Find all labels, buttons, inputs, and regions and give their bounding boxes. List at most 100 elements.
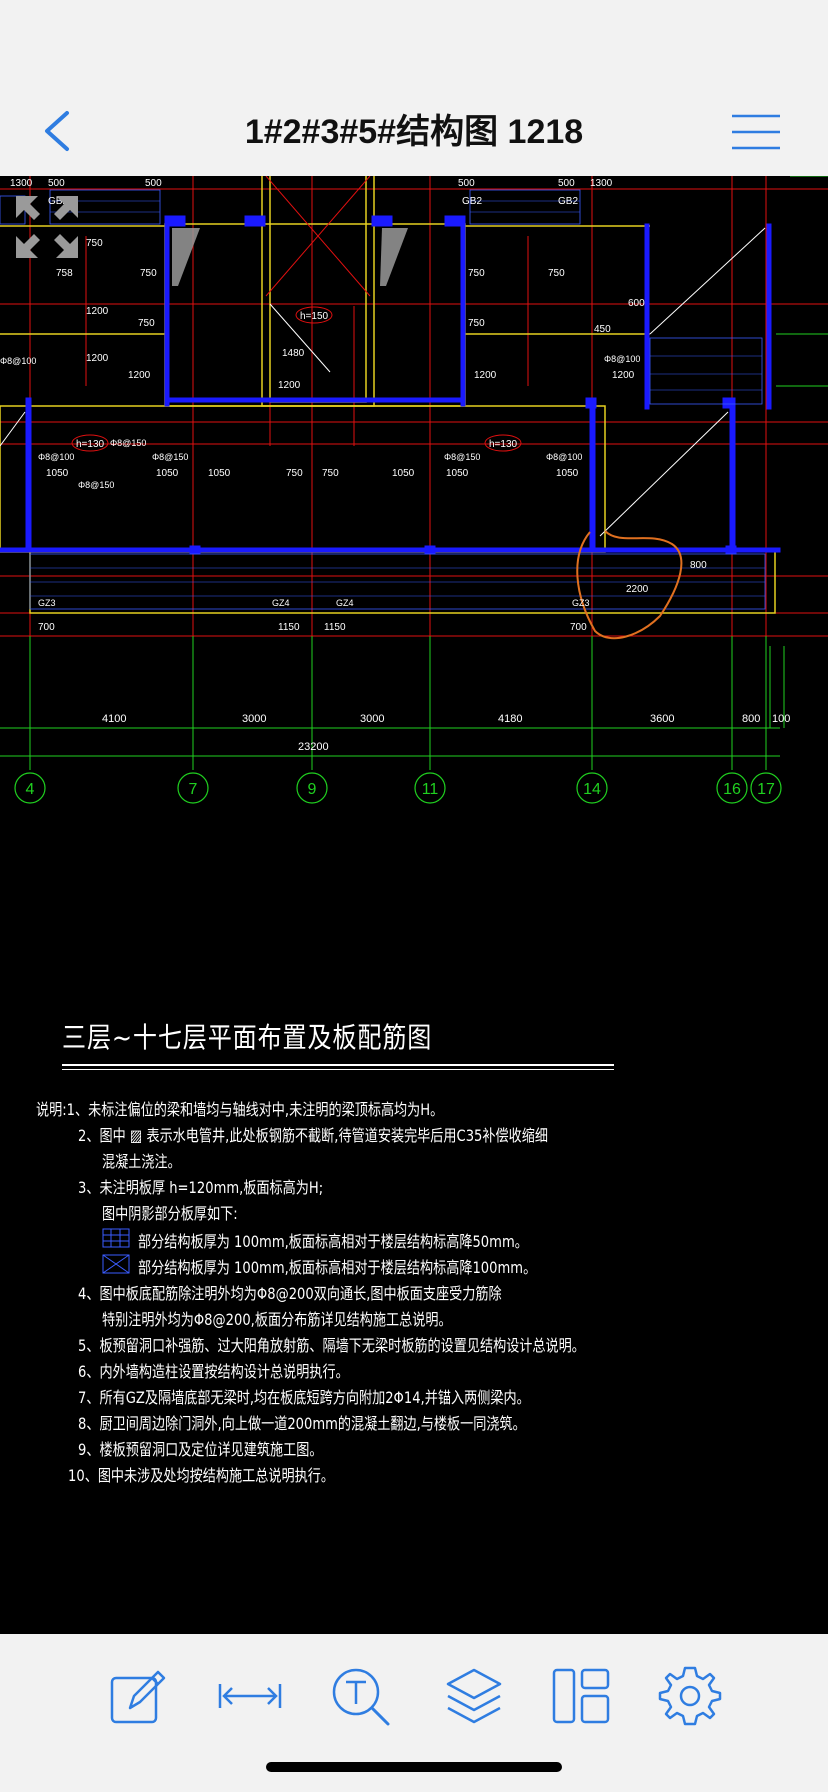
back-button[interactable] xyxy=(36,108,76,154)
axis-span-4: 4180 xyxy=(498,713,522,725)
axis-label-17: 17 xyxy=(757,781,775,798)
label-gz-4: GZ3 xyxy=(572,598,590,608)
label-gb-2: GB2 xyxy=(462,196,482,207)
dim-mid-16: 750 xyxy=(548,268,565,279)
rebar-label-4: Φ8@150 xyxy=(152,452,188,462)
note-line-2: 2、图中 ▨ 表示水电管井,此处板钢筋不截断,待管道安装完毕后用C35补偿收缩细 xyxy=(78,1126,549,1145)
rebar-label-6: Φ8@150 xyxy=(444,452,480,462)
axis-label-11: 11 xyxy=(422,781,439,798)
floor-plan-drawing: 1300 500 500 500 500 1300 GB2 GB2 GB2 h=… xyxy=(0,176,828,804)
expand-arrows-icon xyxy=(16,196,78,258)
note-line-8: 4、图中板底配筋除注明外均为Φ8@200双向通长,图中板面支座受力筋除 xyxy=(78,1284,502,1303)
dim-mid-12: 600 xyxy=(628,298,645,309)
label-gz-3: GZ4 xyxy=(336,598,354,608)
dim-mid-11: 750 xyxy=(468,268,485,279)
dim-mid-15: 750 xyxy=(468,318,485,329)
note-line-14: 9、楼板预留洞口及定位详见建筑施工图。 xyxy=(78,1440,323,1459)
axis-label-9: 9 xyxy=(308,781,317,798)
label-gz-1: GZ3 xyxy=(38,598,56,608)
axis-span-1: 4100 xyxy=(102,713,126,725)
layers-icon xyxy=(446,1668,502,1724)
chevron-left-icon xyxy=(45,111,69,151)
dim-top-6: 1300 xyxy=(590,178,613,189)
dim-row3-8: 1050 xyxy=(556,468,579,479)
rebar-label-8: Φ8@100 xyxy=(604,354,640,364)
dim-row3-2: 1050 xyxy=(156,468,179,479)
note-line-5: 图中阴影部分板厚如下: xyxy=(102,1204,238,1223)
label-gb-3: GB2 xyxy=(558,196,578,207)
dim-mid-3: 750 xyxy=(140,268,157,279)
label-h-1: h=150 xyxy=(300,311,329,322)
note-line-1: 说明:1、未标注偏位的梁和墙均与轴线对中,未注明的梁顶标高均为H。 xyxy=(36,1100,444,1119)
dim-mid-8: 1200 xyxy=(128,370,151,381)
fullscreen-button[interactable] xyxy=(14,194,80,260)
axis-span-2: 3000 xyxy=(242,713,266,725)
rebar-label-2: Φ8@150 xyxy=(110,438,146,448)
total-span: 23200 xyxy=(298,741,329,753)
text-search-icon xyxy=(332,1668,390,1726)
note-line-6: 部分结构板厚为 100mm,板面标高相对于楼层结构标高降50mm。 xyxy=(138,1232,528,1251)
dim-mid-1: 750 xyxy=(86,238,103,249)
dim-lower-4: 700 xyxy=(570,622,587,633)
dim-row3-7: 1050 xyxy=(446,468,469,479)
hatch-legend-cross-icon xyxy=(102,1254,130,1274)
layers-tool-button[interactable] xyxy=(442,1664,506,1728)
menu-button[interactable] xyxy=(728,110,784,154)
axis-label-4: 4 xyxy=(26,781,35,798)
hamburger-menu-icon xyxy=(732,114,780,150)
label-gb-1: GB2 xyxy=(48,196,68,207)
label-gz-2: GZ4 xyxy=(272,598,290,608)
rebar-label-1: Φ8@100 xyxy=(0,356,36,366)
annotate-tool-button[interactable] xyxy=(106,1664,170,1728)
rebar-label-5: Φ8@100 xyxy=(38,452,74,462)
label-h-2: h=130 xyxy=(76,439,105,450)
dim-lower-1: 700 xyxy=(38,622,55,633)
axis-label-16: 16 xyxy=(723,781,741,798)
dim-mid-10: 1200 xyxy=(474,370,497,381)
dim-mid-5: 750 xyxy=(138,318,155,329)
dim-mid-13: 450 xyxy=(594,324,611,335)
dim-row3-1: 1050 xyxy=(46,468,69,479)
note-line-7: 部分结构板厚为 100mm,板面标高相对于楼层结构标高降100mm。 xyxy=(138,1258,537,1277)
dim-row3-5: 750 xyxy=(322,468,339,479)
dim-row3-4: 750 xyxy=(286,468,303,479)
dim-row3-3: 1050 xyxy=(208,468,231,479)
dim-top-3: 500 xyxy=(145,178,162,189)
layout-tool-button[interactable] xyxy=(552,1664,616,1728)
heading-underline xyxy=(62,1064,614,1066)
note-line-9: 特别注明外均为Φ8@200,板面分布筋详见结构施工总说明。 xyxy=(102,1310,452,1329)
dim-lower-6: 800 xyxy=(690,560,707,571)
dim-lower-5: 2200 xyxy=(626,584,649,595)
note-line-12: 7、所有GZ及隔墙底部无梁时,均在板底短跨方向附加2Φ14,并锚入两侧梁内。 xyxy=(78,1388,530,1407)
dim-mid-2: 758 xyxy=(56,268,73,279)
dim-lower-3: 1150 xyxy=(324,622,346,633)
axis-label-7: 7 xyxy=(189,781,198,798)
dim-mid-9: 1200 xyxy=(278,380,301,391)
rebar-label-3: Φ8@150 xyxy=(78,480,114,490)
layout-panels-icon xyxy=(552,1668,610,1724)
note-line-15: 10、图中未涉及处均按结构施工总说明执行。 xyxy=(68,1466,334,1485)
dim-row3-6: 1050 xyxy=(392,468,415,479)
dim-mid-4: 1200 xyxy=(86,306,109,317)
axis-span-5: 3600 xyxy=(650,713,674,725)
text-search-tool-button[interactable] xyxy=(330,1664,394,1728)
home-indicator xyxy=(266,1762,562,1772)
note-line-4: 3、未注明板厚 h=120mm,板面标高为H; xyxy=(78,1178,324,1197)
drawing-canvas[interactable]: 1300 500 500 500 500 1300 GB2 GB2 GB2 h=… xyxy=(0,176,828,1634)
label-h-3: h=130 xyxy=(489,439,518,450)
gear-icon xyxy=(658,1666,722,1726)
dim-top-4: 500 xyxy=(458,178,475,189)
axis-label-14: 14 xyxy=(583,781,601,798)
measure-tool-button[interactable] xyxy=(218,1664,282,1728)
note-line-13: 8、厨卫间周边除门洞外,向上做一道200mm的混凝土翻边,与楼板一同浇筑。 xyxy=(78,1414,526,1433)
hatch-legend-grid-icon xyxy=(102,1228,130,1248)
rebar-label-7: Φ8@100 xyxy=(546,452,582,462)
settings-tool-button[interactable] xyxy=(658,1664,722,1728)
notes-heading: 三层~十七层平面布置及板配筋图 xyxy=(62,1021,433,1054)
dim-lower-2: 1150 xyxy=(278,622,300,633)
dim-top-2: 500 xyxy=(48,178,65,189)
pencil-edit-icon xyxy=(110,1670,166,1724)
dim-top-5: 500 xyxy=(558,178,575,189)
note-line-11: 6、内外墙构造柱设置按结构设计总说明执行。 xyxy=(78,1362,349,1381)
dim-mid-7: 1480 xyxy=(282,348,305,359)
